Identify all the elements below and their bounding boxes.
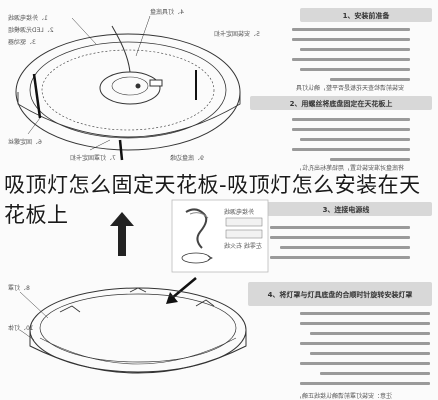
callout-5: 5、安装固定卡扣 [214,30,260,38]
step-heading-texts: 1、安装前准备 2、用螺丝将底盘固定在天花板上 3、连接电源线 4、将灯罩与灯具… [268,11,413,299]
callout-9: 9、底盘边缘 [170,154,204,162]
note-4a: 注意：安装灯罩前请确认接线正确， [296,392,392,400]
callout-2: 2、LED光源模组 [8,26,54,34]
callout-10: 10、灯体 [8,324,34,332]
article-title-overlay: 吸顶灯怎么固定天花板-吸顶灯怎么安装在天花板上 [4,173,421,227]
callout-labels: 1、外接电源线 2、LED光源模组 3、驱动器 4、灯具底盘 5、安装固定卡扣 … [8,8,260,332]
step2-heading: 2、用螺丝将底盘固定在天花板上 [290,99,393,108]
callout-7: 7、灯罩固定卡扣 [70,154,116,162]
callout-4: 4、灯具底盘 [150,8,184,16]
wire-label-1: 外接电源线 [224,208,254,216]
step4-heading: 4、将灯罩与灯具底盘的合顺时针旋转安装灯罩 [268,290,413,299]
lamp-shade-bottom [19,287,247,374]
right-text-column [270,28,430,385]
step-headings [248,8,432,306]
wire-inset: 外接电源线 左零线 右火线 [171,199,269,273]
wire-label-2: 左零线 右火线 [224,242,262,250]
down-arrow-left [110,212,134,256]
callout-3: 3、驱动器 [8,39,36,46]
step1-heading: 1、安装前准备 [343,11,391,20]
callout-1: 1、外接电源线 [8,14,48,22]
callout-6: 6、固定螺丝 [8,138,42,146]
install-arrow [166,277,197,304]
step-notes: 安装前请检查天花板是否平整，确认灯具 将底盘对准安装位置，用铅笔标出孔位， 注意… [296,84,404,400]
note-1a: 安装前请检查天花板是否平整，确认灯具 [296,84,404,92]
step3-heading: 3、连接电源线 [323,205,370,214]
callout-8: 8、灯罩 [8,284,30,292]
lamp-base-top [15,15,241,161]
note-2a: 将底盘对准安装位置，用铅笔标出孔位， [296,164,404,172]
